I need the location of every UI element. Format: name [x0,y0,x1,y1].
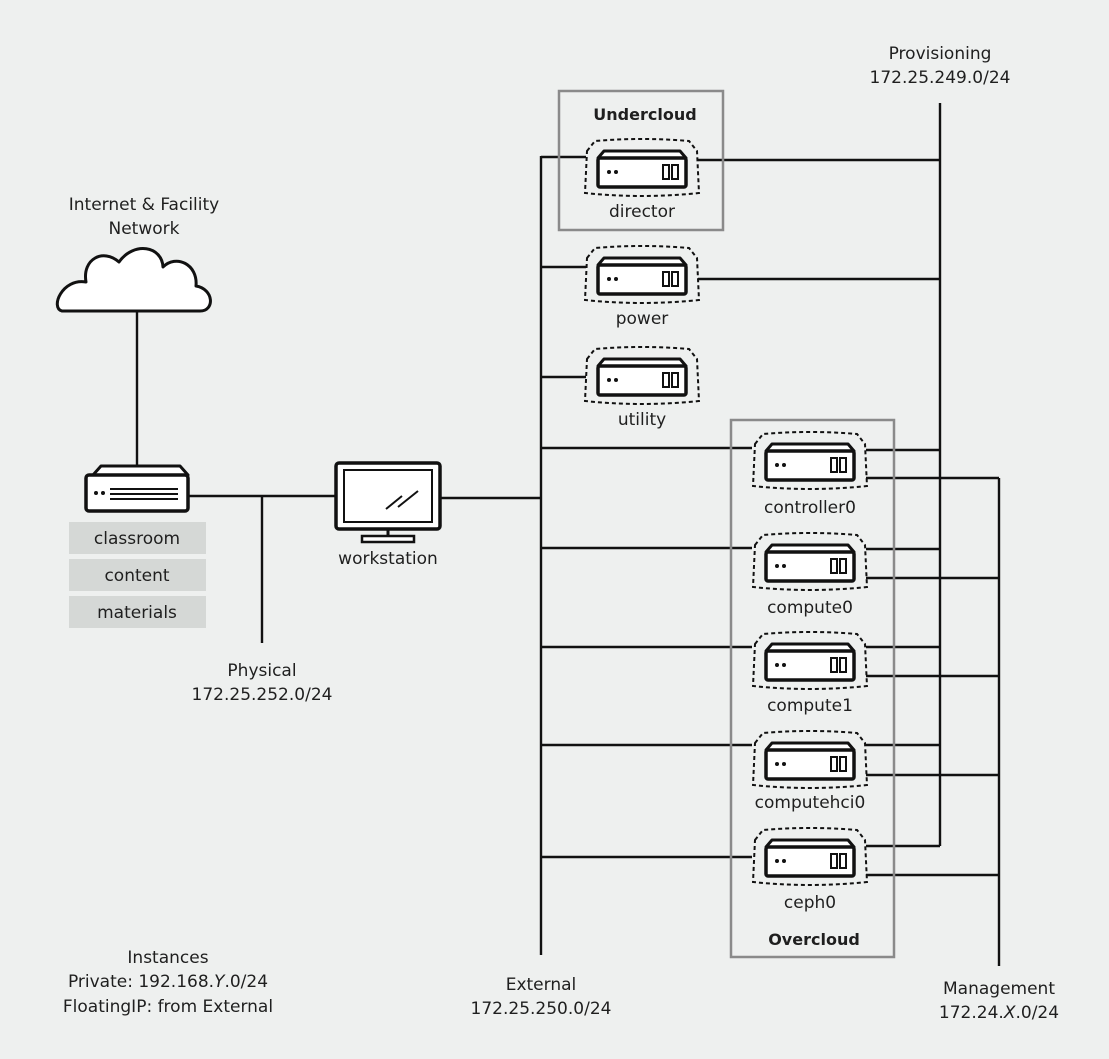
stack-item-content: content [104,566,169,586]
server-label-director: director [609,202,675,222]
instances-private-prefix: Private: 192.168. [68,972,214,992]
server-power: power [583,244,701,329]
cloud-icon [55,247,212,313]
server-director: director [583,137,701,222]
server-controller0: controller0 [751,430,869,518]
router-icon [84,464,190,513]
stack-bg-content [69,559,206,591]
server-label-controller0: controller0 [764,498,856,518]
workstation-monitor-icon [334,461,442,544]
internet-label-line1: Internet & Facility [69,195,219,215]
provisioning-network-cidr: 172.25.249.0/24 [870,68,1011,88]
overcloud-box [729,418,896,959]
external-network-name: External [506,975,577,995]
server-label-power: power [616,309,669,329]
management-cidr-suffix: .0/24 [1015,1003,1059,1023]
instances-title: Instances [127,948,208,968]
undercloud-title: Undercloud [593,105,696,124]
server-utility: utility [583,345,701,430]
management-network-name: Management [943,979,1055,999]
provisioning-network-name: Provisioning [889,44,992,64]
server-computehci0: computehci0 [751,729,869,813]
stack-item-materials: materials [97,603,177,623]
undercloud-box [557,89,725,232]
server-compute1: compute1 [751,630,869,716]
workstation-label: workstation [338,549,438,569]
server-compute0: compute0 [751,531,869,618]
instances-floating: FloatingIP: from External [63,997,273,1017]
instances-private-variable: Y [214,972,226,992]
wires [135,103,1001,966]
instances-private-suffix: .0/24 [224,972,268,992]
management-network-cidr: 172.24.X.0/24 [939,1003,1059,1023]
server-label-compute0: compute0 [767,598,853,618]
server-label-ceph0: ceph0 [784,893,836,913]
stack-bg-classroom [69,522,206,554]
management-cidr-variable: X [1003,1003,1016,1023]
physical-network-cidr: 172.25.252.0/24 [192,685,333,705]
physical-network-name: Physical [227,661,296,681]
server-label-utility: utility [618,410,666,430]
stack-item-classroom: classroom [94,529,180,549]
overcloud-title: Overcloud [768,930,860,949]
management-cidr-prefix: 172.24. [939,1003,1004,1023]
server-ceph0: ceph0 [751,826,869,913]
external-network-cidr: 172.25.250.0/24 [471,999,612,1019]
internet-label-line2: Network [109,219,180,239]
server-label-computehci0: computehci0 [755,793,866,813]
stack-bg-materials [69,596,206,628]
instances-private: Private: 192.168.Y.0/24 [68,972,268,992]
server-label-compute1: compute1 [767,696,853,716]
